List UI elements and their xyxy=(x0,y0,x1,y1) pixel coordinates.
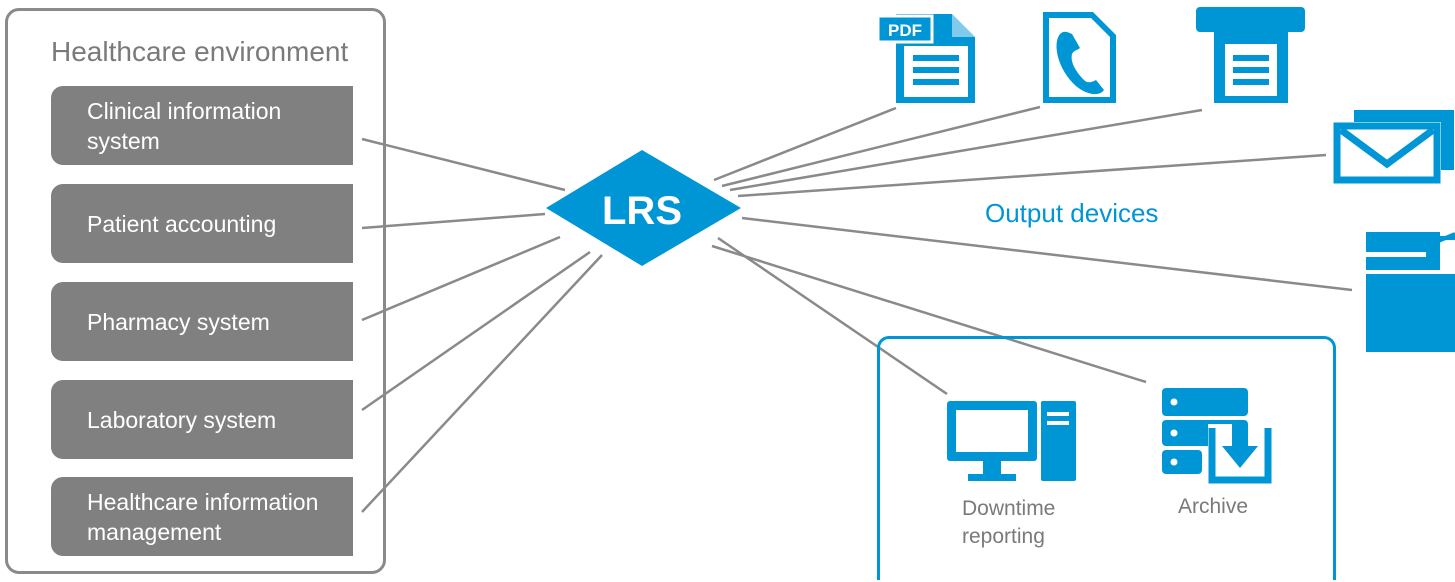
system-label-line1: Healthcare information xyxy=(87,488,319,515)
downtime-reporting-caption: Downtime reporting xyxy=(962,495,1072,551)
healthcare-environment-frame xyxy=(5,8,386,574)
line-downtime xyxy=(717,236,948,396)
downtime-line2: reporting xyxy=(962,525,1045,548)
line-archive xyxy=(711,244,1147,384)
email-icon xyxy=(1333,110,1454,184)
line-clinical xyxy=(361,137,566,192)
system-label-line1: Laboratory system xyxy=(87,406,277,433)
system-label-line2: management xyxy=(87,518,222,545)
system-label-line2: system xyxy=(87,127,160,154)
line-him xyxy=(361,254,603,513)
archive-caption: Archive xyxy=(1178,495,1249,518)
pdf-document-icon: PDF xyxy=(876,14,975,103)
archive-server-icon xyxy=(1162,388,1272,484)
scanner-copier-icon xyxy=(1366,232,1455,352)
system-label-line1: Clinical information xyxy=(87,97,282,124)
fax-phone-icon xyxy=(1043,12,1116,103)
lrs-hub-diamond xyxy=(546,150,741,266)
line-fax xyxy=(721,105,1041,188)
printer-icon xyxy=(1196,7,1305,103)
downtime-line1: Downtime xyxy=(962,497,1056,520)
pdf-badge-text: PDF xyxy=(888,21,922,40)
line-printer xyxy=(729,108,1203,192)
line-pdf xyxy=(713,106,897,182)
line-laboratory xyxy=(361,250,591,412)
system-box-clinical: Clinical information system xyxy=(51,86,353,165)
line-scanner xyxy=(741,216,1353,292)
output-devices-label: Output devices xyxy=(985,198,1159,228)
system-label-line1: Pharmacy system xyxy=(87,308,270,335)
computer-icon xyxy=(947,401,1076,481)
local-outputs-frame xyxy=(877,336,1336,580)
line-patient xyxy=(361,212,546,230)
lrs-hub-label: LRS xyxy=(602,189,682,233)
system-label-line1: Patient accounting xyxy=(87,210,277,237)
system-box-patient-accounting: Patient accounting xyxy=(51,184,353,263)
system-box-laboratory: Laboratory system xyxy=(51,380,353,459)
line-pharmacy xyxy=(361,235,561,322)
line-email xyxy=(737,153,1327,198)
healthcare-environment-title: Healthcare environment xyxy=(51,36,349,67)
connection-lines xyxy=(361,105,1353,513)
system-box-pharmacy: Pharmacy system xyxy=(51,282,353,361)
system-box-him: Healthcare information management xyxy=(51,477,353,556)
